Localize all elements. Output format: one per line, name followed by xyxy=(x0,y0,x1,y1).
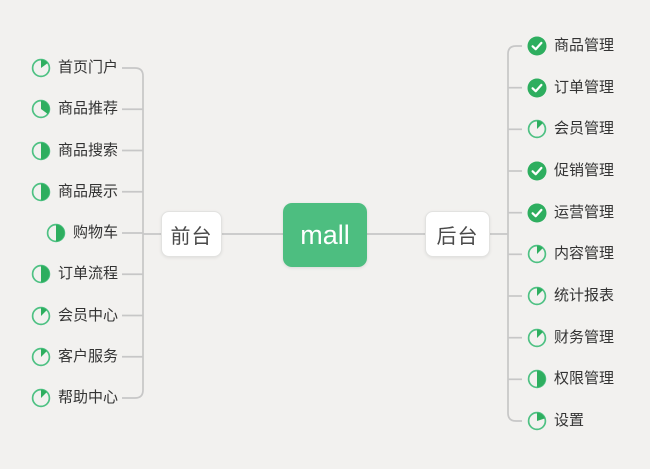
leaf-node-label: 订单管理 xyxy=(554,78,615,96)
check-circle-icon xyxy=(527,203,547,223)
progress-pie-icon xyxy=(31,388,51,408)
leaf-node-label: 权限管理 xyxy=(554,370,615,388)
leaf-node-label: 财务管理 xyxy=(554,328,615,346)
backend-leaf-node[interactable]: 促销管理 xyxy=(527,160,614,182)
frontend-leaf-node[interactable]: 商品展示 xyxy=(31,181,118,203)
branch-node-label: 前台 xyxy=(170,225,213,248)
frontend-leaf-node[interactable]: 商品搜索 xyxy=(31,140,118,162)
leaf-node-label: 购物车 xyxy=(72,224,118,241)
leaf-node-label: 会员管理 xyxy=(554,120,615,138)
leaf-node-label: 会员中心 xyxy=(57,306,118,324)
backend-leaf-node[interactable]: 运营管理 xyxy=(527,202,614,224)
backend-leaf-node[interactable]: 订单管理 xyxy=(527,77,614,99)
progress-pie-icon xyxy=(31,306,51,326)
frontend-leaf-node[interactable]: 会员中心 xyxy=(31,305,118,327)
leaf-node-label: 首页门户 xyxy=(57,59,118,76)
leaf-node-label: 商品搜索 xyxy=(57,141,118,159)
leaf-node-label: 客户服务 xyxy=(57,347,118,365)
progress-pie-icon xyxy=(527,286,547,306)
check-circle-icon xyxy=(527,78,547,98)
leaf-node-label: 运营管理 xyxy=(554,203,615,221)
progress-pie-icon xyxy=(31,99,51,119)
frontend-leaf-node[interactable]: 客户服务 xyxy=(31,346,118,368)
leaf-node-label: 商品管理 xyxy=(554,37,615,54)
backend-leaf-node[interactable]: 权限管理 xyxy=(527,368,614,390)
progress-pie-icon xyxy=(31,141,51,161)
branch-node-frontend[interactable]: 前台 xyxy=(161,211,222,257)
progress-pie-icon xyxy=(527,119,547,139)
progress-pie-icon xyxy=(527,411,547,431)
leaf-node-label: 商品推荐 xyxy=(57,100,118,118)
progress-pie-icon xyxy=(31,58,51,78)
progress-pie-icon xyxy=(31,347,51,367)
frontend-leaf-node[interactable]: 购物车 xyxy=(46,222,118,244)
leaf-node-label: 设置 xyxy=(554,412,585,429)
backend-leaf-node[interactable]: 商品管理 xyxy=(527,35,614,57)
progress-pie-icon xyxy=(31,264,51,284)
progress-pie-icon xyxy=(46,223,66,243)
leaf-node-label: 统计报表 xyxy=(554,287,615,304)
backend-leaf-node[interactable]: 会员管理 xyxy=(527,118,614,140)
root-node-label: mall xyxy=(300,219,350,250)
leaf-node-label: 商品展示 xyxy=(57,182,118,200)
branch-node-backend[interactable]: 后台 xyxy=(425,211,490,257)
root-node-mall[interactable]: mall xyxy=(283,203,367,267)
backend-leaf-node[interactable]: 设置 xyxy=(527,410,584,432)
leaf-node-label: 内容管理 xyxy=(554,245,615,263)
progress-pie-icon xyxy=(527,369,547,389)
branch-node-label: 后台 xyxy=(436,225,479,248)
leaf-node-label: 订单流程 xyxy=(57,265,118,283)
frontend-leaf-node[interactable]: 商品推荐 xyxy=(31,98,118,120)
backend-leaf-node[interactable]: 统计报表 xyxy=(527,285,614,307)
frontend-leaf-node[interactable]: 订单流程 xyxy=(31,263,118,285)
backend-leaf-node[interactable]: 财务管理 xyxy=(527,327,614,349)
leaf-node-label: 促销管理 xyxy=(554,162,615,179)
frontend-leaf-node[interactable]: 首页门户 xyxy=(31,57,118,79)
check-circle-icon xyxy=(527,36,547,56)
progress-pie-icon xyxy=(527,328,547,348)
leaf-node-label: 帮助中心 xyxy=(57,389,118,406)
backend-leaf-node[interactable]: 内容管理 xyxy=(527,243,614,265)
frontend-leaf-node[interactable]: 帮助中心 xyxy=(31,387,118,409)
check-circle-icon xyxy=(527,161,547,181)
progress-pie-icon xyxy=(31,182,51,202)
progress-pie-icon xyxy=(527,244,547,264)
